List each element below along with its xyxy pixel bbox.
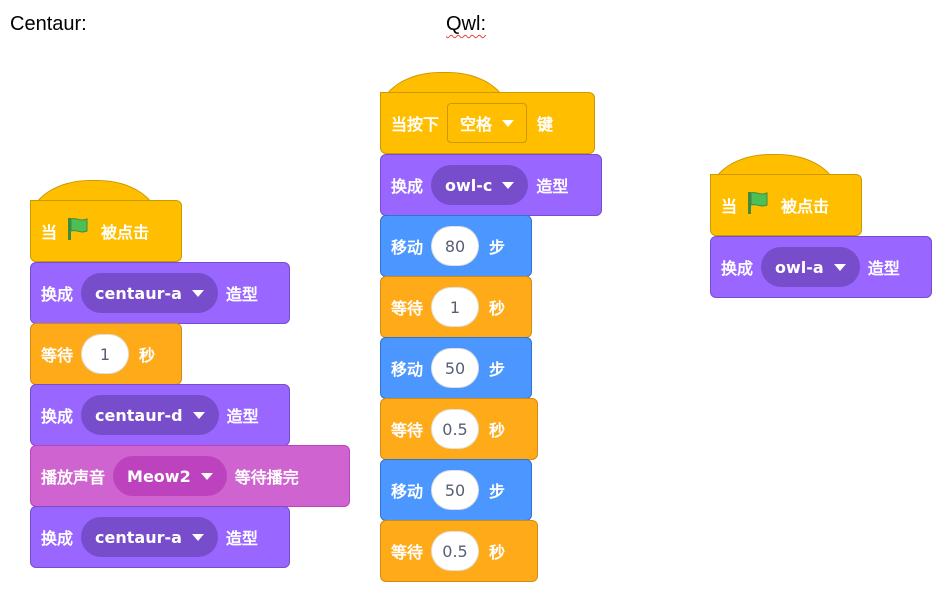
wait-block[interactable]: 等待 0.5 秒: [380, 520, 538, 582]
wait-seconds-input[interactable]: 1: [431, 287, 480, 327]
sound-value: Meow2: [127, 466, 191, 486]
costume-dropdown[interactable]: owl-c: [431, 165, 529, 205]
hat-clicked-label: 被点击: [781, 197, 830, 216]
costume-value: owl-a: [775, 257, 824, 277]
when-flag-clicked-block[interactable]: 当 被点击: [30, 180, 182, 264]
move-steps-input[interactable]: 80: [431, 226, 480, 266]
switch-costume-suffix: 造型: [536, 177, 569, 196]
caret-down-icon: [200, 472, 213, 480]
costume-value: centaur-d: [95, 405, 183, 425]
key-dropdown[interactable]: 空格: [447, 103, 528, 143]
caret-down-icon: [833, 263, 846, 271]
caret-down-icon: [502, 119, 515, 127]
wait-seconds-input[interactable]: 0.5: [431, 409, 480, 449]
hat-clicked-label: 被点击: [101, 223, 150, 242]
wait-suffix: 秒: [489, 299, 506, 318]
owl-script-flag[interactable]: 当 被点击 换成 owl-a 造型: [710, 154, 935, 304]
play-sound-prefix: 播放声音: [41, 468, 106, 487]
move-suffix: 步: [489, 360, 506, 379]
move-steps-block[interactable]: 移动 50 步: [380, 459, 532, 521]
green-flag-icon[interactable]: [65, 216, 91, 246]
switch-costume-block[interactable]: 换成 centaur-a 造型: [30, 262, 290, 324]
switch-costume-block[interactable]: 换成 centaur-d 造型: [30, 384, 290, 446]
owl-heading: Qwl:: [446, 13, 486, 35]
green-flag-icon[interactable]: [745, 190, 771, 220]
wait-suffix: 秒: [139, 346, 156, 365]
hat-body: 当按下 空格 键: [380, 92, 595, 154]
when-flag-clicked-block[interactable]: 当 被点击: [710, 154, 862, 238]
switch-costume-prefix: 换成: [391, 177, 424, 196]
move-prefix: 移动: [391, 360, 424, 379]
when-key-pressed-block[interactable]: 当按下 空格 键: [380, 72, 595, 156]
key-value: 空格: [460, 115, 493, 134]
hat-body: 当 被点击: [30, 200, 182, 262]
move-suffix: 步: [489, 238, 506, 257]
costume-value: owl-c: [445, 175, 493, 195]
switch-costume-suffix: 造型: [867, 259, 900, 278]
switch-costume-block[interactable]: 换成 owl-c 造型: [380, 154, 602, 216]
wait-prefix: 等待: [391, 299, 424, 318]
caret-down-icon: [191, 289, 204, 297]
move-steps-input[interactable]: 50: [431, 348, 480, 388]
costume-value: centaur-a: [95, 283, 182, 303]
hat-body: 当 被点击: [710, 174, 862, 236]
costume-value: centaur-a: [95, 527, 182, 547]
key-hat-suffix: 键: [537, 115, 554, 134]
move-prefix: 移动: [391, 482, 424, 501]
switch-costume-prefix: 换成: [41, 529, 74, 548]
costume-dropdown[interactable]: centaur-a: [81, 273, 218, 313]
wait-block[interactable]: 等待 1 秒: [380, 276, 532, 338]
wait-suffix: 秒: [489, 543, 506, 562]
move-steps-input[interactable]: 50: [431, 470, 480, 510]
sound-dropdown[interactable]: Meow2: [113, 456, 227, 496]
switch-costume-suffix: 造型: [226, 407, 259, 426]
switch-costume-prefix: 换成: [41, 285, 74, 304]
move-suffix: 步: [489, 482, 506, 501]
move-steps-block[interactable]: 移动 80 步: [380, 215, 532, 277]
caret-down-icon: [502, 181, 515, 189]
wait-seconds-input[interactable]: 1: [81, 334, 130, 374]
wait-prefix: 等待: [391, 543, 424, 562]
wait-block[interactable]: 等待 0.5 秒: [380, 398, 538, 460]
wait-suffix: 秒: [489, 421, 506, 440]
costume-dropdown[interactable]: centaur-d: [81, 395, 219, 435]
costume-dropdown[interactable]: centaur-a: [81, 517, 218, 557]
hat-when-label: 当: [41, 223, 58, 242]
play-sound-suffix: 等待播完: [234, 468, 299, 487]
switch-costume-prefix: 换成: [41, 407, 74, 426]
play-sound-until-done-block[interactable]: 播放声音 Meow2 等待播完: [30, 445, 350, 507]
caret-down-icon: [192, 411, 205, 419]
centaur-script[interactable]: 当 被点击 换成 centaur-a 造型 等待 1 秒 换成 centaur-…: [30, 180, 360, 580]
caret-down-icon: [191, 533, 204, 541]
switch-costume-suffix: 造型: [225, 285, 258, 304]
owl-script-key[interactable]: 当按下 空格 键 换成 owl-c 造型 移动 80 步 等待 1 秒 移动 5…: [380, 72, 610, 582]
switch-costume-block[interactable]: 换成 owl-a 造型: [710, 236, 932, 298]
switch-costume-suffix: 造型: [225, 529, 258, 548]
key-hat-prefix: 当按下: [391, 115, 440, 134]
move-prefix: 移动: [391, 238, 424, 257]
move-steps-block[interactable]: 移动 50 步: [380, 337, 532, 399]
centaur-heading: Centaur:: [10, 13, 87, 35]
switch-costume-prefix: 换成: [721, 259, 754, 278]
costume-dropdown[interactable]: owl-a: [761, 247, 860, 287]
wait-prefix: 等待: [41, 346, 74, 365]
wait-block[interactable]: 等待 1 秒: [30, 323, 182, 385]
switch-costume-block[interactable]: 换成 centaur-a 造型: [30, 506, 290, 568]
wait-prefix: 等待: [391, 421, 424, 440]
wait-seconds-input[interactable]: 0.5: [431, 531, 480, 571]
hat-when-label: 当: [721, 197, 738, 216]
